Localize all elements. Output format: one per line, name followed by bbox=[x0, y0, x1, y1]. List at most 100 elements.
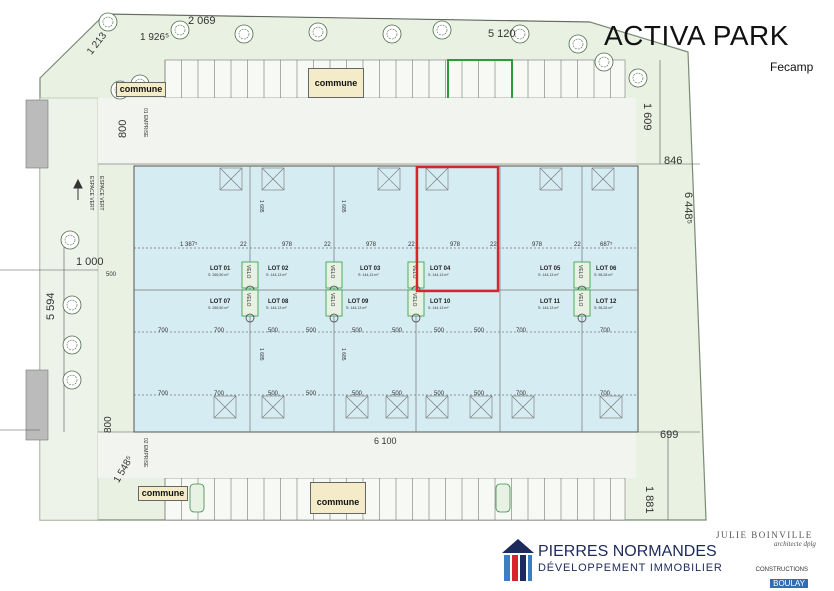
bike-storage-label: VELO bbox=[577, 265, 583, 278]
mezzanine-markers bbox=[213, 167, 623, 419]
dim-right-846: 846 bbox=[664, 155, 682, 167]
dim-row-500-l: 500 bbox=[474, 391, 485, 397]
internal-road bbox=[98, 98, 636, 164]
mezzanine-box bbox=[377, 167, 401, 191]
lot-04-highlight bbox=[415, 165, 500, 293]
dim-left-5594: 5 594 bbox=[45, 292, 57, 320]
tree bbox=[308, 22, 328, 42]
lot-area: S: 265,50 m² bbox=[208, 273, 229, 277]
dim-col-1685-d: 1 685 bbox=[340, 348, 346, 361]
dim-bottom-699: 699 bbox=[660, 429, 678, 441]
page-subtitle: Fecamp bbox=[770, 60, 814, 74]
dim-row-700-f: 700 bbox=[214, 391, 225, 397]
developer-subtitle: DÉVELOPPEMENT IMMOBILIER bbox=[538, 562, 723, 574]
developer-name: PIERRES NORMANDES bbox=[538, 543, 717, 560]
tree bbox=[62, 295, 82, 315]
lot-area: S: 144,13 m² bbox=[428, 273, 449, 277]
dim-col-1685-a: 1 685 bbox=[258, 200, 264, 213]
lot-area: S: 144,13 m² bbox=[346, 306, 367, 310]
constructions-name: BOULAY bbox=[770, 579, 808, 588]
dim-left-800-top: 800 bbox=[117, 120, 129, 138]
lot-area: S: 98,28 m² bbox=[594, 273, 613, 277]
emprise-label-1: 01 EMPRISE bbox=[142, 108, 148, 138]
architect-name: JULIE BOINVILLE bbox=[716, 530, 813, 540]
lot-label: LOT 10 bbox=[430, 299, 451, 305]
bike-icon bbox=[245, 313, 255, 323]
bike-storage-label: VELO bbox=[411, 293, 417, 306]
dim-row-500-i: 500 bbox=[352, 391, 363, 397]
parking-top bbox=[164, 59, 626, 99]
tree bbox=[382, 24, 402, 44]
dim-row-500-k: 500 bbox=[434, 391, 445, 397]
dim-row-500-b: 500 bbox=[306, 328, 317, 334]
mezzanine-box bbox=[469, 395, 493, 419]
dim-right-6448: 6 448⁵ bbox=[682, 192, 694, 224]
lot-area: S: 144,13 m² bbox=[266, 273, 287, 277]
page-title: ACTIVA PARK bbox=[604, 20, 789, 51]
tree bbox=[62, 370, 82, 390]
lot-area: S: 144,13 m² bbox=[538, 273, 559, 277]
dim-col-1685-b: 1 685 bbox=[340, 200, 346, 213]
emprise-label-2: 02 EMPRISE bbox=[142, 438, 148, 468]
lot-label: LOT 11 bbox=[540, 299, 561, 305]
dim-row-700-g: 700 bbox=[516, 391, 527, 397]
tree bbox=[98, 12, 118, 32]
bike-storage-unit: VELO bbox=[573, 261, 591, 289]
bike-storage-unit: VELO bbox=[573, 289, 591, 317]
lot-area: S: 265,50 m² bbox=[208, 306, 229, 310]
lot-label: LOT 09 bbox=[348, 299, 369, 305]
trees bbox=[60, 12, 648, 390]
tree bbox=[628, 68, 648, 88]
tree bbox=[510, 24, 530, 44]
mezzanine-box bbox=[511, 395, 535, 419]
internal-road-bottom bbox=[98, 432, 636, 478]
espace-vert-label-1: ESPACE VERT bbox=[88, 176, 94, 211]
tree bbox=[62, 335, 82, 355]
lot-area: S: 144,13 m² bbox=[428, 306, 449, 310]
dim-left-1000: 1 000 bbox=[76, 256, 104, 268]
dim-row-22-a: 22 bbox=[240, 242, 247, 248]
bike-storage-unit: VELO bbox=[241, 261, 259, 289]
dim-row-22-d: 22 bbox=[574, 242, 581, 248]
dim-row-500-e: 500 bbox=[434, 328, 445, 334]
lot-label: LOT 01 bbox=[210, 266, 231, 272]
bike-storage-label: VELO bbox=[245, 265, 251, 278]
mezzanine-box bbox=[599, 395, 623, 419]
dim-bottom-6100: 6 100 bbox=[374, 436, 397, 446]
dim-right-lower: 1 881 bbox=[643, 486, 655, 514]
lot-label: LOT 06 bbox=[596, 266, 617, 272]
espace-vert-label-2: ESPACE VERT bbox=[98, 176, 104, 211]
bike-storage-label: VELO bbox=[329, 265, 335, 278]
bike-storage-unit: VELO bbox=[325, 261, 343, 289]
mezzanine-box bbox=[261, 395, 285, 419]
dim-row-978-d: 978 bbox=[532, 242, 543, 248]
dim-top-left-1: 2 069 bbox=[188, 15, 216, 27]
constructions-label: CONSTRUCTIONS bbox=[755, 567, 808, 573]
architect-logo: JULIE BOINVILLE architecte dplg bbox=[716, 530, 834, 548]
bike-storage-unit: VELO bbox=[241, 289, 259, 317]
bike-icon bbox=[329, 313, 339, 323]
dim-left-800-bottom: 800 bbox=[103, 416, 114, 433]
dim-right-upper: 1 609 bbox=[641, 103, 653, 131]
bike-storage-label: VELO bbox=[329, 293, 335, 306]
common-area-top-left: commune bbox=[116, 82, 166, 97]
dim-row-500-left: 500 bbox=[106, 272, 117, 278]
tree bbox=[234, 24, 254, 44]
building-footprint bbox=[133, 165, 639, 433]
dim-row-500-g: 500 bbox=[268, 391, 279, 397]
lot-area: S: 144,13 m² bbox=[538, 306, 559, 310]
mezzanine-box bbox=[591, 167, 615, 191]
tree bbox=[432, 20, 452, 40]
dim-row-700-c: 700 bbox=[516, 328, 527, 334]
bike-storage-unit: VELO bbox=[407, 289, 425, 317]
constructions-logo: CONSTRUCTIONS BOULAY bbox=[744, 567, 808, 591]
dim-row-700-e: 700 bbox=[158, 391, 169, 397]
tree bbox=[594, 52, 614, 72]
lot-area: S: 144,13 m² bbox=[358, 273, 379, 277]
tree bbox=[60, 230, 80, 250]
dim-row-22-c: 22 bbox=[490, 242, 497, 248]
mezzanine-box bbox=[345, 395, 369, 419]
mezzanine-box bbox=[385, 395, 409, 419]
mezzanine-box bbox=[213, 395, 237, 419]
dim-top-left-2: 1 926⁵ bbox=[140, 32, 169, 43]
